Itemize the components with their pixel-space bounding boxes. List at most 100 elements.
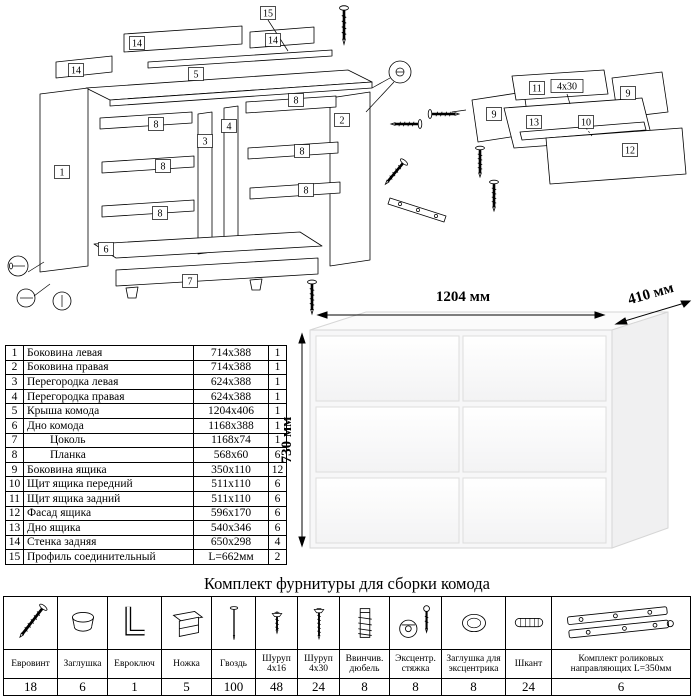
hardware-name-cell: Заглушка	[57, 649, 108, 679]
hardware-name-cell: Комплект роликовых направляющих L=350мм	[551, 649, 691, 679]
svg-text:7: 7	[188, 277, 193, 288]
hardware-name-cell: Ввинчив. дюбель	[339, 649, 390, 679]
diagram-callout: 7	[182, 274, 198, 288]
svg-text:6: 6	[104, 245, 109, 256]
svg-text:5: 5	[194, 70, 199, 81]
part-name: Перегородка правая	[23, 388, 194, 405]
part-qty: 6	[268, 476, 287, 492]
part-size: 1168x388	[193, 417, 269, 434]
part-qty: 1	[268, 345, 287, 361]
diagram-callout: 3	[197, 134, 213, 148]
hardware-icon-cell	[441, 596, 506, 650]
wood-dowel-icon	[514, 618, 544, 628]
hardware-name-cell: Евровинт	[3, 649, 58, 679]
diagram-callout: 4x30	[550, 79, 584, 93]
part-number: 14	[5, 534, 24, 551]
diagram-callout: 15	[260, 6, 276, 20]
diagram-callout: 8	[152, 206, 168, 220]
hardware-icon-cell	[255, 596, 298, 650]
part-name: Цоколь	[23, 432, 194, 449]
svg-text:9: 9	[626, 89, 631, 100]
hardware-icon-cell	[211, 596, 256, 650]
part-size: 540x346	[193, 520, 269, 536]
part-size: 350x110	[193, 461, 269, 478]
hardware-table: Евровинт Заглушка Евроключ Ножка Гвоздь …	[3, 596, 691, 696]
part-number: 12	[5, 505, 24, 522]
part-name: Стенка задняя	[23, 534, 194, 551]
diagram-callout: 11	[529, 81, 545, 95]
hardware-name-cell: Гвоздь	[211, 649, 256, 679]
dresser-render: 1204 мм 410 мм 730 мм	[280, 285, 692, 549]
hardware-qty-cell: 6	[57, 678, 108, 696]
hardware-icon-cell	[57, 596, 108, 650]
part-name: Дно ящика	[23, 520, 194, 536]
hardware-name-cell: Шуруп 4x30	[297, 649, 340, 679]
part-name: Щит ящика задний	[23, 490, 194, 507]
hardware-qty-cell: 1	[107, 678, 162, 696]
hardware-qty-row: 18 6 1 5 100 48 24 8 8 8 24 6	[3, 678, 691, 696]
leg-icon	[172, 611, 203, 637]
hardware-qty-cell: 8	[389, 678, 442, 696]
part-qty: 6	[268, 520, 287, 536]
part-size: 1204x406	[193, 403, 269, 419]
part-number: 9	[5, 461, 24, 478]
screw-large-icon	[313, 607, 324, 641]
part-qty: 6	[268, 490, 287, 507]
part-size: 624x388	[193, 374, 269, 390]
svg-text:8: 8	[294, 96, 299, 107]
hexkey-icon	[124, 606, 145, 636]
diagram-callout: 8	[148, 117, 164, 131]
diagram-callout: 9	[486, 107, 502, 121]
hardware-qty-cell: 8	[441, 678, 506, 696]
screw-small-icon	[271, 611, 282, 635]
hardware-icon-cell	[297, 596, 340, 650]
part-size: 714x388	[193, 345, 269, 361]
part-size: L=662мм	[193, 549, 269, 565]
part-qty: 2	[268, 549, 287, 565]
svg-text:8: 8	[158, 209, 163, 220]
hardware-qty-cell: 48	[255, 678, 298, 696]
svg-text:8: 8	[154, 120, 159, 131]
diagram-callout: 14	[68, 63, 84, 77]
svg-text:8: 8	[300, 147, 305, 158]
svg-text:8: 8	[304, 186, 309, 197]
part-number: 8	[5, 447, 24, 463]
part-name: Фасад ящика	[23, 505, 194, 522]
hardware-icons-row	[3, 596, 691, 650]
hardware-icon-cell	[161, 596, 212, 650]
screw-in-dowel-icon	[357, 608, 372, 638]
part-name: Боковина правая	[23, 359, 194, 376]
cam-cover-icon	[461, 613, 486, 633]
hardware-icon-cell	[3, 596, 58, 650]
hardware-name-cell: Шкант	[505, 649, 552, 679]
hardware-icon-cell	[339, 596, 390, 650]
svg-text:4x30: 4x30	[557, 82, 577, 93]
part-qty: 1	[268, 374, 287, 390]
part-qty: 4	[268, 534, 287, 551]
part-name: Боковина левая	[23, 345, 194, 361]
part-number: 11	[5, 490, 24, 507]
part-number: 1	[5, 345, 24, 361]
diagram-callout: 9	[620, 86, 636, 100]
part-number: 2	[5, 359, 24, 376]
hardware-qty-cell: 8	[339, 678, 390, 696]
svg-text:4: 4	[227, 122, 232, 133]
part-size: 714x388	[193, 359, 269, 376]
nail-icon	[229, 606, 238, 640]
part-name: Щит ящика передний	[23, 476, 194, 492]
diagram-callout: 2	[334, 113, 350, 127]
part-name: Перегородка левая	[23, 374, 194, 390]
diagram-callout: 14	[129, 36, 145, 50]
part-qty: 6	[268, 447, 287, 463]
part-number: 4	[5, 388, 24, 405]
part-number: 10	[5, 476, 24, 492]
diagram-callout: 13	[526, 115, 542, 129]
